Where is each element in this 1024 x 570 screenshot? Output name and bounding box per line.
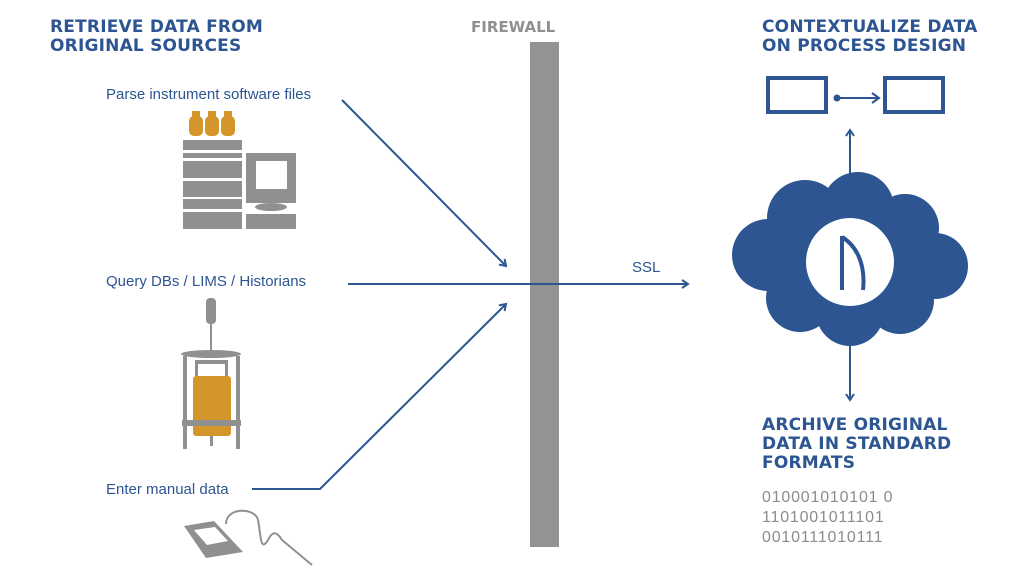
binary-row: 1101001011101 — [762, 509, 885, 526]
contextualize-heading: CONTEXTUALIZE DATA ON PROCESS DESIGN — [762, 18, 978, 56]
arrow-parse-to-firewall — [341, 99, 508, 268]
firewall-wall — [530, 42, 559, 547]
eighth-note-logo-icon — [806, 218, 894, 306]
retrieve-heading-line1: RETRIEVE DATA FROM — [50, 17, 263, 37]
archive-heading: ARCHIVE ORIGINAL DATA IN STANDARD FORMAT… — [762, 416, 951, 473]
arrow-manual-to-firewall — [252, 302, 508, 490]
tablet-stylus-icon — [184, 509, 313, 566]
ssl-label: SSL — [632, 259, 661, 276]
process-design-icon — [766, 76, 945, 114]
firewall-label: FIREWALL — [471, 18, 556, 36]
contextualize-heading-line1: CONTEXTUALIZE DATA — [762, 17, 978, 37]
hplc-instrument-icon — [183, 111, 296, 229]
source-label-query: Query DBs / LIMS / Historians — [106, 273, 307, 290]
archive-heading-line3: FORMATS — [762, 453, 856, 473]
contextualize-heading-line2: ON PROCESS DESIGN — [762, 36, 967, 56]
retrieve-heading: RETRIEVE DATA FROM ORIGINAL SOURCES — [50, 18, 263, 56]
binary-data: 010001010101 0 1101001011101 00101110101… — [762, 488, 893, 548]
archive-heading-line2: DATA IN STANDARD — [762, 434, 952, 454]
bioreactor-icon — [181, 298, 241, 449]
source-label-manual: Enter manual data — [106, 481, 229, 498]
binary-row: 010001010101 0 — [762, 489, 894, 506]
archive-heading-line1: ARCHIVE ORIGINAL — [762, 415, 948, 435]
source-label-parse: Parse instrument software files — [106, 86, 312, 103]
binary-row: 0010111010111 — [762, 529, 884, 546]
retrieve-heading-line2: ORIGINAL SOURCES — [50, 36, 242, 56]
